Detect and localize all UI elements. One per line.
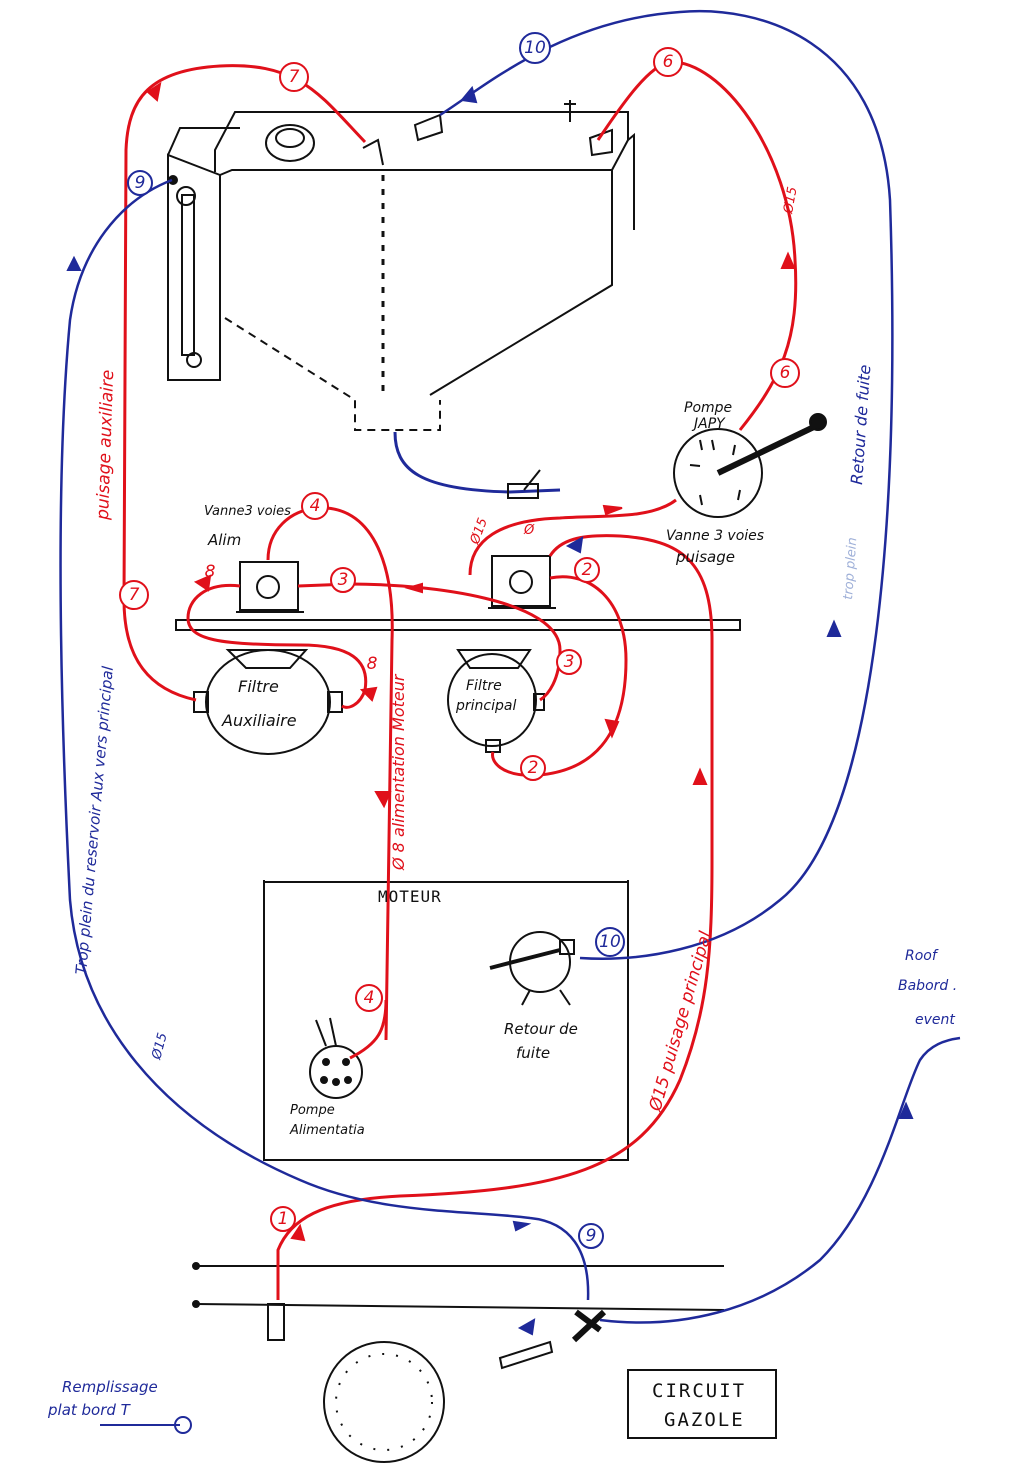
num-6-top: 6 [653, 47, 683, 77]
feed-pump [309, 1017, 363, 1099]
red-arrows [146, 81, 796, 1242]
bulkhead-bar [175, 619, 741, 631]
num-8-filter-label: 8 [367, 654, 378, 674]
valve-alim [236, 561, 304, 613]
label-diameter-15-left: Ø15 [149, 1031, 171, 1062]
num-2-bottom-label: 2 [528, 758, 539, 778]
label-puisage-auxiliaire: puisage auxiliaire [93, 369, 118, 521]
label-plat-bord: plat bord T [47, 1401, 132, 1419]
label-diameter-valve: Ø [523, 523, 535, 538]
label-remplissage: Remplissage [62, 1378, 158, 1396]
num-7-left-label: 7 [129, 585, 140, 605]
label-pompe-alim-1: Pompe [290, 1103, 335, 1118]
label-retour-fuite-right: Retour de fuite [847, 364, 874, 485]
label-moteur: MOTEUR [378, 887, 442, 906]
label-pompe-japy-1: Pompe [684, 400, 732, 416]
num-4-top: 4 [301, 492, 329, 520]
label-filtre-aux-2: Auxiliaire [221, 711, 297, 730]
label-filtre-principal-2: principal [455, 698, 516, 714]
num-10-top-label: 10 [524, 38, 546, 58]
num-2-bottom: 2 [520, 755, 546, 781]
filter-main [447, 649, 545, 753]
num-10-engine-label: 10 [599, 932, 621, 952]
num-1-deck-label: 1 [278, 1209, 289, 1229]
num-10-top: 10 [519, 32, 551, 64]
label-filtre-aux-1: Filtre [238, 677, 279, 696]
label-trop-plein: Trop plein du reservoir Aux vers princip… [72, 665, 117, 976]
label-puisage-principal: Ø15 puisage principal [645, 929, 716, 1114]
filter-auxiliary [193, 649, 343, 755]
num-9-deck-label: 9 [586, 1226, 597, 1246]
fuel-tank [167, 100, 635, 431]
num-7-left: 7 [119, 580, 149, 610]
num-6-mid-label: 6 [780, 363, 791, 383]
num-3-filter-label: 3 [564, 652, 575, 672]
num-4-engine-label: 4 [364, 988, 375, 1008]
num-7-top-label: 7 [289, 67, 300, 87]
label-vanne-alim-1: Vanne3 voies [204, 504, 291, 519]
label-pompe-japy-2: JAPY [691, 416, 726, 432]
line-number-circles: 7 6 6 7 4 3 3 2 2 8 8 4 1 9 9 10 10 [119, 32, 800, 1249]
vent-fitting [498, 1309, 607, 1370]
red-supply-lines [122, 60, 798, 1300]
filler-fitting [267, 1303, 285, 1341]
num-9-tank: 9 [127, 170, 153, 196]
remplissage-symbol [100, 1416, 192, 1434]
label-diameter-15-top: Ø15 [781, 186, 801, 216]
num-8-filter: 8 [367, 654, 378, 674]
title-line-2: GAZOLE [664, 1409, 745, 1431]
title-box: CIRCUIT GAZOLE [627, 1369, 777, 1439]
num-8-valve-label: 8 [205, 562, 216, 582]
num-3-valve: 3 [330, 567, 356, 593]
label-vanne-alim-2: Alim [207, 531, 241, 549]
engine-box [263, 880, 629, 1161]
tank-drain-line [393, 431, 561, 494]
japy-pump [673, 413, 827, 518]
num-9-deck: 9 [578, 1223, 604, 1249]
num-7-top: 7 [279, 62, 309, 92]
blue-arrows [66, 85, 914, 1336]
num-2-valve-label: 2 [582, 560, 593, 580]
label-faded-note: trop plein [841, 537, 860, 600]
label-retour-fuite-2: fuite [516, 1044, 550, 1062]
component-labels: Pompe JAPY Vanne3 voies Alim Vanne 3 voi… [47, 400, 957, 1419]
num-1-deck: 1 [270, 1206, 296, 1232]
drain-valve [507, 469, 541, 499]
label-alimentation-moteur: Ø 8 alimentation Moteur [389, 673, 408, 871]
label-vanne-puisage-1: Vanne 3 voies [666, 528, 764, 544]
label-diameter-15-valve: Ø15 [467, 516, 491, 547]
valve-puisage [488, 555, 556, 609]
num-9-tank-label: 9 [135, 173, 146, 193]
label-retour-fuite-1: Retour de [504, 1020, 578, 1038]
num-6-mid: 6 [770, 358, 800, 388]
num-6-top-label: 6 [663, 52, 674, 72]
num-10-engine: 10 [595, 927, 625, 957]
num-4-top-label: 4 [310, 496, 321, 516]
label-pompe-alim-2: Alimentatia [289, 1123, 365, 1138]
num-2-valve: 2 [574, 557, 600, 583]
num-3-valve-label: 3 [338, 570, 349, 590]
label-roof-babord: Babord . [898, 978, 957, 994]
injector-return [489, 931, 575, 1006]
title-line-1: CIRCUIT [652, 1380, 746, 1402]
label-vanne-puisage-2: puisage [675, 548, 735, 566]
num-8-valve: 8 [205, 562, 216, 582]
porthole [323, 1341, 445, 1463]
deck-lines [192, 1262, 725, 1311]
label-roof: Roof [905, 948, 939, 964]
blue-return-lines [59, 9, 961, 1324]
label-event: event [915, 1012, 955, 1028]
num-3-filter: 3 [556, 649, 582, 675]
num-4-engine: 4 [355, 984, 383, 1012]
label-filtre-principal-1: Filtre [466, 678, 502, 694]
